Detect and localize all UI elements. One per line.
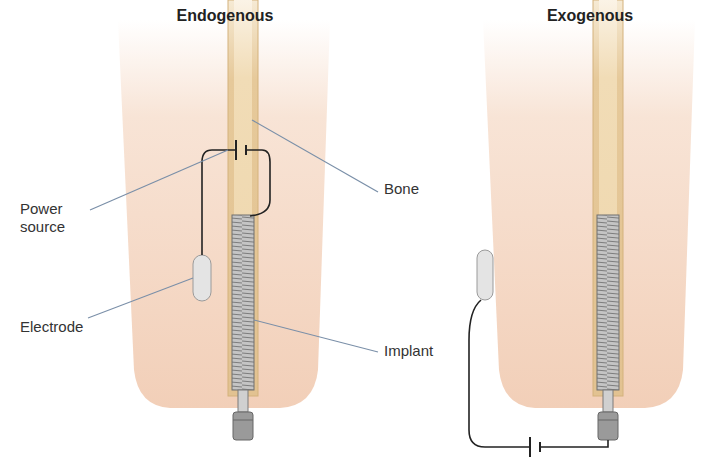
part-label: Implant (384, 342, 474, 360)
implant (232, 215, 254, 390)
battery-symbol (235, 140, 237, 160)
part-label: Power source (20, 200, 90, 236)
part-label: Electrode (20, 318, 110, 336)
electrode (193, 255, 211, 301)
endogenous-limb (88, 0, 378, 440)
exogenous-limb (469, 0, 695, 457)
panel-title: Endogenous (150, 6, 300, 25)
part-label: Bone (384, 180, 474, 198)
panel-title: Exogenous (515, 6, 665, 25)
